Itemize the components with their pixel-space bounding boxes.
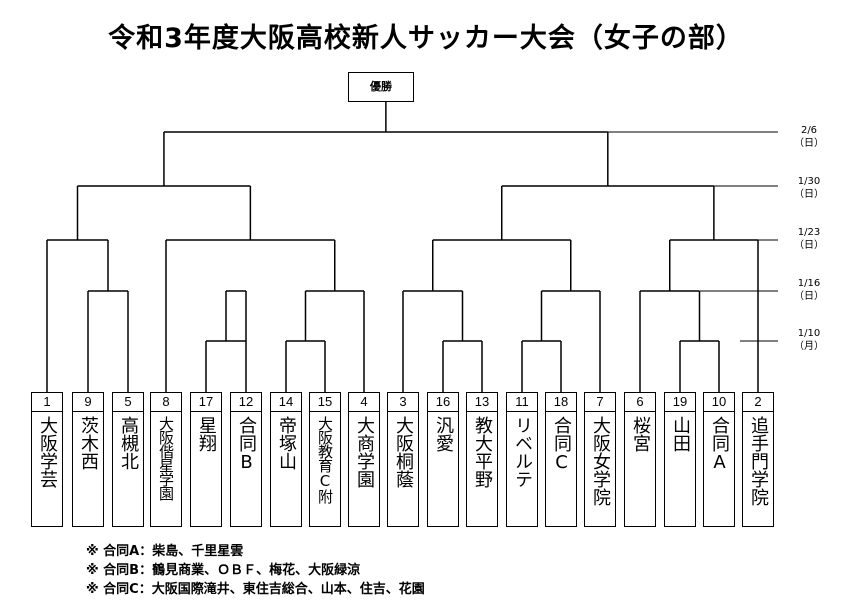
round-date: 2/6 [800, 125, 818, 136]
round-date-quarterfinal: 1/23 （日） [778, 226, 840, 252]
team-name: 茨木西 [78, 416, 99, 470]
team-seed: 13 [467, 393, 497, 412]
team-name: 帝塚山 [276, 416, 297, 470]
team-name: 大商学園 [354, 416, 375, 488]
champion-box: 優勝 [348, 72, 414, 102]
footnote-joint-a: ※ 合同A：柴島、千里星雲 [86, 544, 244, 559]
team-box: 18 合同C [545, 392, 577, 527]
team-seed: 4 [349, 393, 379, 412]
team-box: 11 リベルテ [506, 392, 538, 527]
team-name: リベルテ [512, 416, 533, 488]
team-seed: 17 [191, 393, 221, 412]
team-name: 大阪女学院 [590, 416, 611, 506]
footnote-joint-b: ※ 合同B：鶴見商業、ＯＢＦ、梅花、大阪緑涼 [86, 563, 361, 578]
footnote-joint-c: ※ 合同C：大阪国際滝井、東住吉総合、山本、住吉、花園 [86, 582, 425, 597]
team-seed: 8 [151, 393, 181, 412]
team-name: 合同C [551, 416, 572, 473]
team-box: 15 大阪教育C附 [309, 392, 341, 527]
team-name: 大阪学芸 [37, 416, 58, 488]
team-seed: 2 [743, 393, 773, 412]
team-name: 合同A [709, 416, 730, 473]
round-date-final: 2/6 （日） [778, 124, 840, 150]
team-name: 高槻北 [118, 416, 139, 470]
round-date-semifinal: 1/30 （日） [778, 175, 840, 201]
team-seed: 9 [73, 393, 103, 412]
team-box: 10 合同A [703, 392, 735, 527]
round-date-round2: 1/16 （日） [778, 277, 840, 303]
round-day: （日） [794, 138, 824, 149]
team-name: 大阪教育C附 [316, 416, 334, 503]
page-title: 令和3年度大阪高校新人サッカー大会（女子の部） [108, 23, 744, 54]
team-name: 合同B [236, 416, 257, 473]
team-seed: 11 [507, 393, 537, 412]
team-box: 4 大商学園 [348, 392, 380, 527]
team-box: 9 茨木西 [72, 392, 104, 527]
team-seed: 19 [665, 393, 695, 412]
team-box: 14 帝塚山 [270, 392, 302, 527]
team-name: 大阪偕星学園 [157, 416, 175, 500]
team-seed: 7 [585, 393, 615, 412]
round-day: （日） [794, 240, 824, 251]
team-seed: 1 [32, 393, 62, 412]
team-name: 教大平野 [472, 416, 493, 488]
team-box: 8 大阪偕星学園 [150, 392, 182, 527]
round-date: 1/30 [797, 176, 821, 187]
round-day: （月） [794, 341, 824, 352]
team-box: 1 大阪学芸 [31, 392, 63, 527]
round-day: （日） [794, 291, 824, 302]
team-box: 17 星翔 [190, 392, 222, 527]
team-seed: 18 [546, 393, 576, 412]
team-name: 汎愛 [433, 416, 454, 452]
round-date-round1: 1/10 （月） [778, 327, 840, 353]
footnotes: ※ 合同A：柴島、千里星雲 ※ 合同B：鶴見商業、ＯＢＦ、梅花、大阪緑涼 ※ 合… [86, 542, 425, 599]
round-date: 1/10 [797, 328, 821, 339]
team-box: 5 高槻北 [112, 392, 144, 527]
team-name: 追手門学院 [748, 416, 769, 506]
team-box: 19 山田 [664, 392, 696, 527]
round-date: 1/23 [797, 227, 821, 238]
team-box: 16 汎愛 [427, 392, 459, 527]
team-name: 桜宮 [630, 416, 651, 452]
team-seed: 12 [231, 393, 261, 412]
team-name: 山田 [670, 416, 691, 452]
team-seed: 14 [271, 393, 301, 412]
team-seed: 16 [428, 393, 458, 412]
team-box: 2 追手門学院 [742, 392, 774, 527]
round-date: 1/16 [797, 278, 821, 289]
round-day: （日） [794, 189, 824, 200]
team-seed: 5 [113, 393, 143, 412]
team-seed: 6 [625, 393, 655, 412]
team-seed: 10 [704, 393, 734, 412]
team-box: 13 教大平野 [466, 392, 498, 527]
team-name: 星翔 [196, 416, 217, 452]
team-box: 7 大阪女学院 [584, 392, 616, 527]
team-box: 3 大阪桐蔭 [387, 392, 419, 527]
team-name: 大阪桐蔭 [393, 416, 414, 488]
team-seed: 15 [310, 393, 340, 412]
team-seed: 3 [388, 393, 418, 412]
team-box: 12 合同B [230, 392, 262, 527]
team-box: 6 桜宮 [624, 392, 656, 527]
